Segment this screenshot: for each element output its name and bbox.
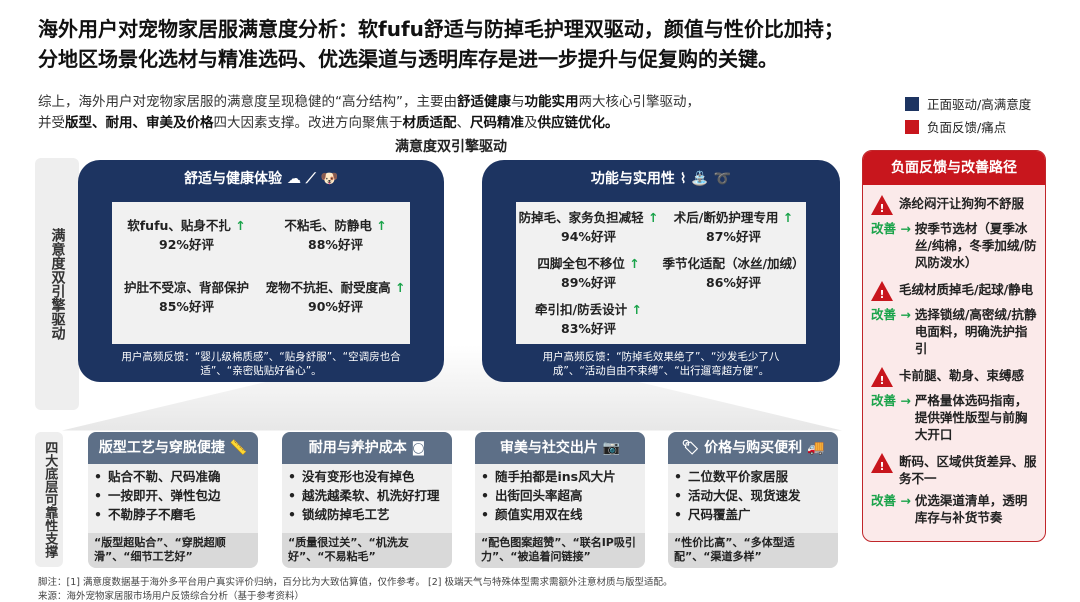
engine-panel: 软fufu、贴身不扎 ↑92%好评 不粘毛、防静电 ↑88%好评 护肚不受凉、背… [112,202,410,344]
truck-icon: 🚚 [807,440,825,456]
support-section-label: 四大底层可靠性支撑 [35,432,63,567]
support-quote: “版型超贴合”、“穿脱超顺滑”、“细节工艺好” [88,533,258,568]
legend-swatch-red [905,119,919,134]
user-feedback: 用户高频反馈：“防掉毛效果绝了”、“沙发毛少了八成”、“活动自由不束缚”、“出行… [542,351,780,377]
engine-card-title: 舒适与健康体验 ☁ ⟋ 🐶 [184,171,338,187]
metric-item: 季节化适配（冰丝/加绒）86%好评 [662,256,805,290]
tape-measure-icon: 📏 [229,440,248,456]
arrow-right-icon: → [900,221,911,236]
negative-item: 断码、区域供货差异、服务不一 改善 →优选渠道清单，透明库存与补货节奏 [863,453,1045,526]
engine-card-function: 功能与实用性 ⌇ ⛲ ➰ 防掉毛、家务负担减轻 ↑94%好评 术后/断奶护理专用… [482,160,840,382]
negative-panel-title: 负面反馈与改善路径 [863,151,1045,185]
warning-icon [871,281,893,303]
engine-title: 满意度双引擎驱动 [395,139,507,155]
negative-item: 毛绒材质掉毛/起球/静电 改善 →选择锁绒/高密绒/抗静电面料，明确洗护指引 [863,281,1045,357]
up-arrow-icon: ↑ [782,210,794,225]
chart-icon: ⟋ [305,171,316,187]
metric-item: 防掉毛、家务负担减轻 ↑94%好评 [518,210,659,244]
negative-item: 卡前腿、勒身、束缚感 改善 →严格量体选码指南，提供弹性版型与前胸大开口 [863,367,1045,443]
support-quote: “配色图案超赞”、“联名IP吸引力”、“被追着问链接” [475,533,645,568]
negative-feedback-panel: 负面反馈与改善路径 涤纶闷汗让狗狗不舒服 改善 →按季节选材（夏季冰丝/纯棉，冬… [862,150,1046,542]
engine-card-title: 功能与实用性 ⌇ ⛲ ➰ [590,171,732,187]
tag-icon: 🏷 [681,440,700,456]
support-quote: “性价比高”、“多体型适配”、“渠道多样” [668,533,838,568]
leash-icon: ➰ [713,171,732,187]
spray-icon: ⛲ [691,171,709,187]
warning-icon [871,195,893,217]
support-quote: “质量很过关”、“机洗友好”、“不易粘毛” [282,533,452,568]
legend-negative: 负面反馈/痛点 [905,117,1006,136]
source-note: 来源：海外宠物家居服市场用户反馈综合分析（基于参考资料） [38,591,305,602]
arrow-right-icon: → [900,493,911,508]
user-feedback: 用户高频反馈：“婴儿级棉质感”、“贴身舒服”、“空调房也合适”、“亲密贴贴好省心… [121,351,401,377]
support-card-price: 🏷 价格与购买便利 🚚 二位数平价家居服活动大促、现货速发尺码覆盖广 “性价比高… [668,432,838,568]
arrow-right-icon: → [900,393,911,408]
metric-item: 牵引扣/防丢设计 ↑83%好评 [535,302,642,336]
legend-positive: 正面驱动/高满意度 [905,94,1031,113]
up-arrow-icon: ↑ [629,256,640,271]
footnote: 脚注：[1] 满意度数据基于海外多平台用户真实评价归纳，百分比为大致估算值，仅作… [38,577,673,588]
up-arrow-icon: ↑ [631,302,642,317]
engine-section-label: 满意度双引擎驱动 [35,158,79,410]
legend-swatch-navy [905,96,919,111]
summary-text: 综上，海外用户对宠物家居服的满意度呈现稳健的“高分结构”，主要由舒适健康与功能实… [38,94,700,131]
arrow-right-icon: → [900,307,911,322]
up-arrow-icon: ↑ [394,280,406,295]
support-card-fit: 版型工艺与穿脱便捷 📏 贴合不勒、尺码准确一按即开、弹性包边不勒脖子不磨毛 “版… [88,432,258,568]
metric-item: 宠物不抗拒、耐受度高 ↑90%好评 [265,280,406,314]
warning-icon [871,453,893,475]
washing-machine-icon: ◙ [411,440,426,456]
lint-roller-icon: ⌇ [679,171,687,187]
support-card-durability: 耐用与养护成本 ◙ 没有变形也没有掉色越洗越柔软、机洗好打理锁绒防掉毛工艺 “质… [282,432,452,568]
metric-item: 四脚全包不移位 ↑89%好评 [537,256,640,290]
camera-icon: 📷 [602,440,621,456]
up-arrow-icon: ↑ [235,218,246,233]
warning-icon [871,367,893,389]
up-arrow-icon: ↑ [376,218,387,233]
negative-item: 涤纶闷汗让狗狗不舒服 改善 →按季节选材（夏季冰丝/纯棉，冬季加绒/防风防泼水） [863,195,1045,271]
engine-panel: 防掉毛、家务负担减轻 ↑94%好评 术后/断奶护理专用 ↑87%好评 四脚全包不… [516,202,806,344]
dog-icon: 🐶 [320,171,338,187]
cloud-icon: ☁ [286,171,301,187]
page-title: 海外用户对宠物家居服满意度分析：软fufu舒适与防掉毛护理双驱动，颜值与性价比加… [38,17,844,71]
up-arrow-icon: ↑ [647,210,659,225]
support-card-aesthetics: 审美与社交出片 📷 随手拍都是ins风大片出街回头率超高颜值实用双在线 “配色图… [475,432,645,568]
engine-card-comfort: 舒适与健康体验 ☁ ⟋ 🐶 软fufu、贴身不扎 ↑92%好评 不粘毛、防静电 … [78,160,444,382]
metric-item: 不粘毛、防静电 ↑88%好评 [284,218,387,252]
metric-item: 术后/断奶护理专用 ↑87%好评 [673,210,794,244]
metric-item: 软fufu、贴身不扎 ↑92%好评 [127,218,246,252]
